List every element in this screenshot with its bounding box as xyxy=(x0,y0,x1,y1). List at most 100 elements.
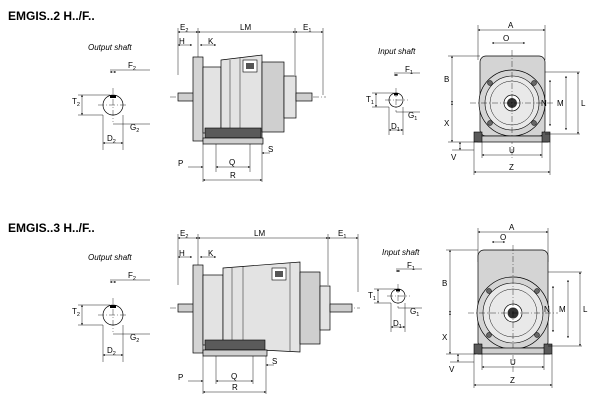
input-cover xyxy=(283,75,297,119)
o-label: O xyxy=(500,233,506,242)
foot-plate xyxy=(477,135,549,143)
p-label: P xyxy=(178,159,183,168)
foot-block xyxy=(204,127,262,139)
input-shaft-stub xyxy=(295,92,313,102)
v-label: V xyxy=(449,365,455,374)
d2-label: D2 xyxy=(107,134,116,145)
f1-label: F1 xyxy=(407,261,415,272)
foot-plate xyxy=(477,347,551,355)
input-cover xyxy=(319,285,331,331)
gearbox-front xyxy=(202,274,224,346)
bolt-hole xyxy=(486,332,492,338)
x-label: X xyxy=(442,333,448,342)
lm-label: LM xyxy=(254,229,265,238)
g2-label: G2 xyxy=(130,123,139,134)
m-label: M xyxy=(557,99,564,108)
t2-label: T2 xyxy=(72,97,80,108)
l-label: L xyxy=(583,305,588,314)
k-label: K xyxy=(208,37,214,46)
bolt-hole xyxy=(487,120,493,126)
e2-label: E2 xyxy=(180,229,188,240)
a-label: A xyxy=(509,223,515,232)
diagram-emgis-2: EMGIS..2 H../F.. Output shaft D2 F2 T2 G… xyxy=(8,9,586,182)
foot-right xyxy=(543,343,553,355)
t1-label: T1 xyxy=(368,291,376,302)
bolt-hole xyxy=(534,288,540,294)
bolt-hole xyxy=(531,80,537,86)
b-label: B xyxy=(444,75,449,84)
f1-label: F1 xyxy=(405,65,413,76)
foot-block xyxy=(204,339,266,351)
front-view: A O L M N xyxy=(442,223,588,388)
n-label: N xyxy=(544,305,550,314)
side-view: E2 LM E1 H K xyxy=(170,23,326,182)
b-label: B xyxy=(442,279,447,288)
e1-label: E1 xyxy=(303,23,311,34)
diagram-emgis-3: EMGIS..3 H../F.. Output shaft D2 F2 T2 G… xyxy=(8,221,588,394)
e2-label: E2 xyxy=(180,23,188,34)
z-label: Z xyxy=(510,376,515,385)
k-label: K xyxy=(208,249,214,258)
s-label: S xyxy=(272,357,277,366)
bolt-hole xyxy=(487,80,493,86)
t2-label: T2 xyxy=(72,307,80,318)
side-view: E2 LM E1 H K xyxy=(170,229,360,394)
e1-label: E1 xyxy=(338,229,346,240)
input-shaft-caption: Input shaft xyxy=(378,47,416,56)
x-label: X xyxy=(444,119,450,128)
g1-label: G1 xyxy=(410,307,419,318)
foot-base xyxy=(202,137,264,145)
d2-label: D2 xyxy=(107,346,116,357)
u-label: U xyxy=(510,358,516,367)
m-label: M xyxy=(559,305,566,314)
d1-label: D1 xyxy=(393,319,402,330)
brand-logo-icon xyxy=(275,271,283,277)
output-shaft-view: Output shaft D2 F2 T2 G2 xyxy=(72,43,150,150)
p-label: P xyxy=(178,373,183,382)
diagram-title: EMGIS..3 H../F.. xyxy=(8,221,95,235)
q-label: Q xyxy=(231,372,237,381)
t1-label: T1 xyxy=(366,95,374,106)
a-label: A xyxy=(508,21,514,30)
foot-right xyxy=(541,131,551,143)
input-shaft-view: Input shaft D1 F1 T1 G1 xyxy=(366,47,420,135)
flange-plate xyxy=(192,56,204,142)
l-label: L xyxy=(581,99,586,108)
output-shaft-caption: Output shaft xyxy=(88,253,132,262)
n-label: N xyxy=(541,99,547,108)
foot-left xyxy=(473,131,483,143)
diagram-title: EMGIS..2 H../F.. xyxy=(8,9,95,23)
input-housing xyxy=(299,271,321,345)
lm-label: LM xyxy=(240,23,251,32)
output-shaft-view: Output shaft D2 F2 T2 G2 xyxy=(72,253,150,362)
foot-base xyxy=(202,349,268,357)
input-shaft-stub xyxy=(329,303,353,313)
input-shaft-view: Input shaft D1 F1 T1 G1 xyxy=(368,248,422,332)
d1-label: D1 xyxy=(391,122,400,133)
r-label: R xyxy=(230,171,236,180)
f2-label: F2 xyxy=(128,61,136,72)
u-label: U xyxy=(509,146,515,155)
r-label: R xyxy=(232,383,238,392)
bolt-hole xyxy=(486,288,492,294)
bolt-hole xyxy=(531,120,537,126)
input-shaft-key xyxy=(396,289,400,292)
bolt-hole xyxy=(534,332,540,338)
o-label: O xyxy=(503,34,509,43)
input-shaft-key xyxy=(394,93,398,96)
v-label: V xyxy=(451,153,457,162)
foot-left xyxy=(473,343,483,355)
output-shaft-caption: Output shaft xyxy=(88,43,132,52)
gearbox-housing xyxy=(222,261,301,353)
flange-plate xyxy=(192,264,204,354)
q-label: Q xyxy=(229,158,235,167)
g2-label: G2 xyxy=(130,333,139,344)
front-view: A O L M N xyxy=(444,21,586,175)
f2-label: F2 xyxy=(128,271,136,282)
brand-logo-icon xyxy=(246,63,254,69)
g1-label: G1 xyxy=(408,111,417,122)
gearbox-front xyxy=(202,66,222,134)
input-housing xyxy=(261,61,285,133)
z-label: Z xyxy=(509,163,514,172)
